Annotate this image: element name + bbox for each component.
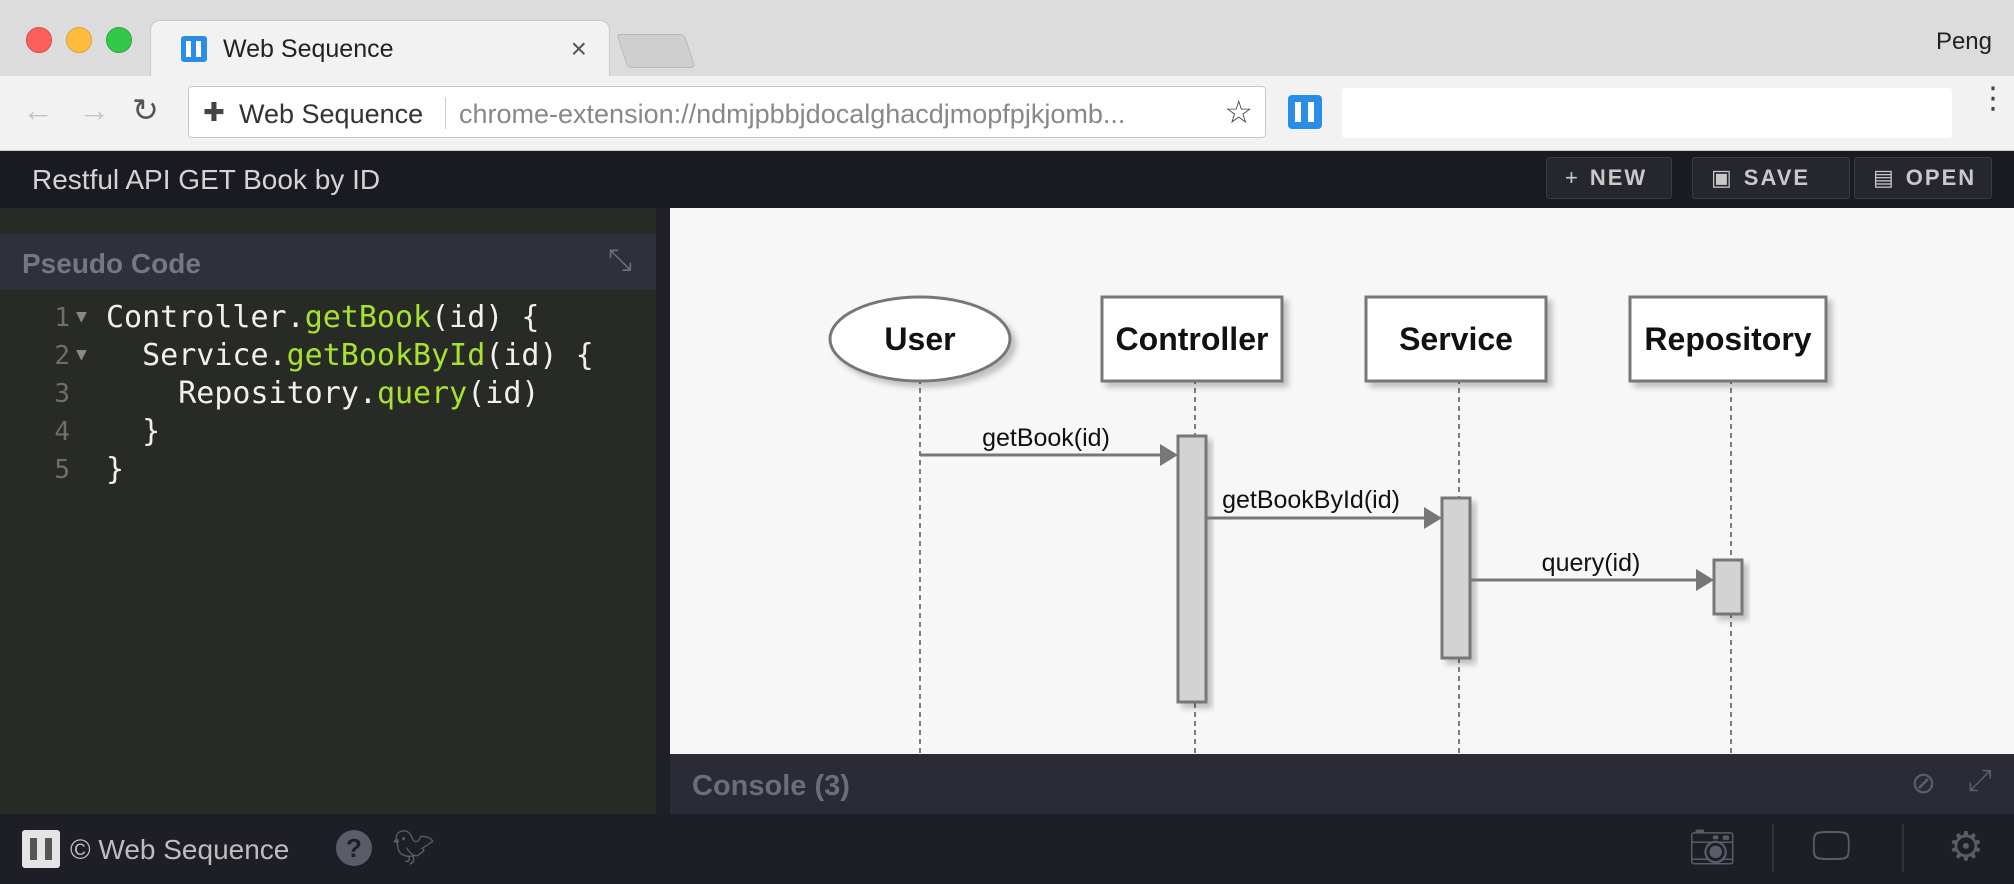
save-button[interactable]: ▣ SAVE (1692, 157, 1850, 199)
app-footer: © Web Sequence ? 🐦︎ 📷︎ 🖵︎ ⚙ (0, 814, 2014, 884)
camera-icon[interactable]: 📷︎ (1688, 827, 1737, 869)
participant-label: Repository (1644, 321, 1811, 357)
twitter-icon[interactable]: 🐦︎ (392, 829, 436, 867)
sequence-diagram-svg: User Controller Service Repository getBo… (828, 295, 1828, 754)
expand-icon[interactable]: ⤢ (1968, 764, 1992, 797)
web-sequence-extension-icon[interactable] (1288, 95, 1322, 129)
line-number: 4 (54, 417, 70, 447)
maximize-window-button[interactable] (106, 27, 132, 53)
code-text: Repository. (106, 376, 377, 411)
code-line[interactable]: 3 Repository.query(id) (0, 376, 650, 414)
gear-icon[interactable]: ⚙ (1948, 825, 1984, 869)
profile-name[interactable]: Peng (1935, 28, 1992, 55)
open-button[interactable]: ▤ OPEN (1854, 157, 1992, 199)
monitor-icon[interactable]: 🖵︎ (1812, 824, 1851, 868)
document-title[interactable]: Restful API GET Book by ID (32, 164, 381, 195)
web-sequence-logo-icon (22, 830, 60, 868)
code-text: (id) { (485, 338, 594, 373)
address-url[interactable]: chrome-extension://ndmjpbbjdocalghacdjmo… (459, 99, 1126, 129)
code-function: query (376, 376, 468, 411)
new-button-label: NEW (1589, 165, 1648, 190)
web-sequence-favicon-icon (181, 36, 207, 62)
arrowhead-icon (1160, 444, 1178, 466)
participant-label: User (884, 321, 955, 357)
reload-icon[interactable]: ↻ (132, 92, 159, 128)
browser-tab[interactable]: Web Sequence × (150, 20, 610, 76)
panel-splitter[interactable] (656, 208, 670, 814)
help-icon[interactable]: ? (336, 830, 372, 866)
message-label: query(id) (1542, 549, 1641, 577)
browser-tab-strip: Web Sequence × Peng (0, 0, 2014, 76)
editor-title: Pseudo Code (22, 248, 201, 279)
participant-controller[interactable] (1100, 295, 1284, 383)
controller-activation (1176, 434, 1208, 704)
code-text: Controller. (106, 300, 305, 335)
browser-menu-icon[interactable]: ⋮ (1978, 82, 2008, 115)
arrowhead-icon (1424, 507, 1442, 529)
open-button-label: OPEN (1905, 165, 1977, 190)
extension-bar-area (1342, 88, 1952, 138)
footer-divider (1772, 824, 1774, 872)
save-button-label: SAVE (1743, 165, 1811, 190)
code-line[interactable]: 4 } (0, 414, 650, 452)
footer-divider (1902, 824, 1904, 872)
code-line[interactable]: 2 ▼ Service.getBookById(id) { (0, 338, 650, 376)
minimize-window-button[interactable] (66, 27, 92, 53)
collapse-icon[interactable]: ⤡ (608, 244, 632, 277)
app-header: Restful API GET Book by ID + NEW ▣ SAVE ▤ O… (0, 151, 2014, 208)
back-arrow-icon[interactable]: ← (22, 92, 54, 128)
participant-repository[interactable] (1628, 295, 1828, 383)
floppy-disk-icon: ▣ (1711, 165, 1734, 190)
message-label: getBookById(id) (1222, 486, 1400, 514)
code-text: (id) (467, 376, 540, 411)
fold-arrow-icon[interactable]: ▼ (76, 306, 87, 327)
code-function: getBook (304, 300, 432, 335)
fold-arrow-icon[interactable]: ▼ (76, 344, 87, 365)
address-bar[interactable]: ✚ Web Sequence chrome-extension://ndmjpb… (188, 86, 1266, 138)
clear-console-icon[interactable]: ⊘ (1910, 767, 1936, 800)
arrowhead-icon (1696, 569, 1714, 591)
address-separator (445, 97, 446, 129)
repository-activation (1712, 558, 1744, 616)
code-text: } (106, 414, 161, 449)
close-window-button[interactable] (26, 27, 52, 53)
file-icon: ▤ (1873, 165, 1896, 190)
plus-icon: + (1565, 165, 1580, 190)
code-text: (id) { (431, 300, 540, 335)
line-number: 2 (54, 341, 70, 371)
participant-label: Service (1399, 321, 1513, 357)
new-button[interactable]: + NEW (1546, 157, 1672, 199)
console-title: Console (3) (692, 770, 850, 802)
tab-title: Web Sequence (223, 35, 394, 63)
code-function: getBookById (286, 338, 486, 373)
code-text: } (106, 452, 125, 487)
message-label: getBook(id) (982, 424, 1110, 452)
code-text: Service. (106, 338, 287, 373)
code-line[interactable]: 1 ▼ Controller.getBook(id) { (0, 300, 650, 338)
console-panel[interactable]: Console (3) ⊘ ⤢ (670, 754, 2014, 814)
forward-arrow-icon[interactable]: → (78, 92, 110, 128)
participant-label: Controller (1116, 321, 1269, 357)
line-number: 1 (54, 303, 70, 333)
pseudo-code-panel: Pseudo Code ⤡ 1 ▼ Controller.getBook(id)… (0, 208, 670, 814)
new-tab-button[interactable] (616, 34, 696, 68)
address-site-label: Web Sequence (239, 99, 424, 129)
service-activation (1440, 496, 1472, 660)
footer-copyright[interactable]: © Web Sequence (70, 834, 290, 865)
bookmark-star-icon[interactable]: ☆ (1224, 94, 1253, 130)
code-line[interactable]: 5 } (0, 452, 650, 490)
tab-close-icon[interactable]: × (570, 33, 587, 64)
extension-puzzle-icon: ✚ (203, 97, 225, 127)
line-number: 5 (54, 455, 70, 485)
editor-header: Pseudo Code ⤡ (0, 234, 656, 290)
participant-user[interactable] (828, 295, 1012, 383)
participant-service[interactable] (1364, 295, 1548, 383)
sequence-diagram: User Controller Service Repository getBo… (670, 208, 2014, 754)
line-number: 3 (54, 379, 70, 409)
browser-toolbar: ← → ↻ ✚ Web Sequence chrome-extension://… (0, 76, 2014, 151)
